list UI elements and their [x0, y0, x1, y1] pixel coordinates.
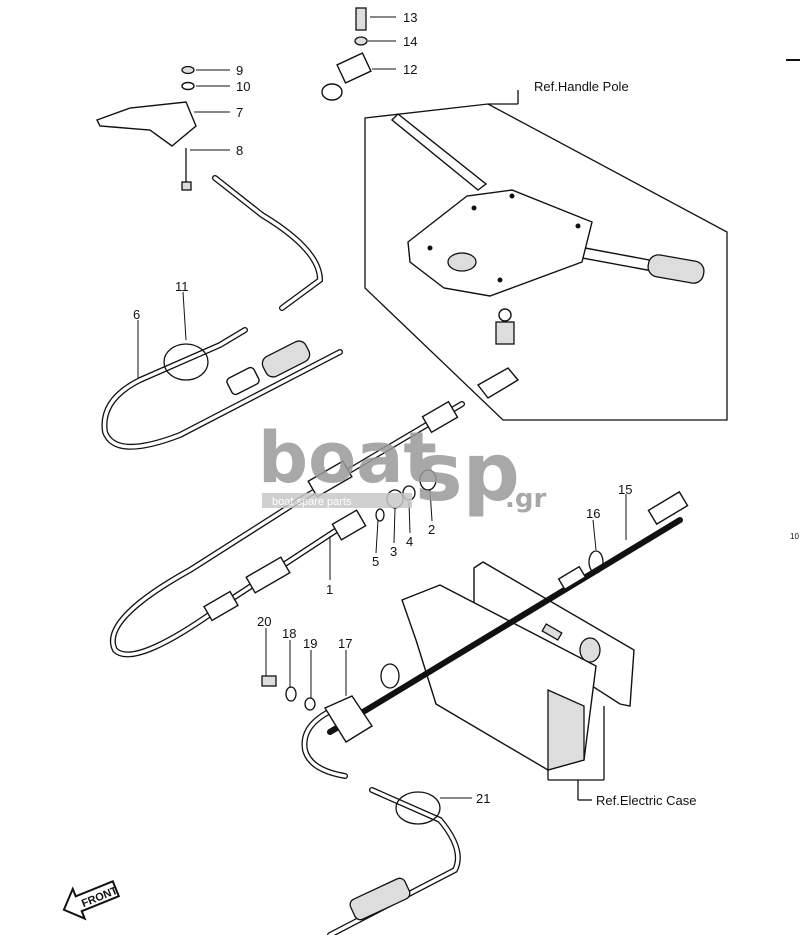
cable-sleeve-1 [307, 460, 353, 498]
watermark: boat sp .gr boat spare parts [258, 417, 546, 519]
watermark-logo-left: boat [258, 417, 437, 499]
part-7-bracket [96, 101, 197, 147]
callout-8: 8 [236, 143, 243, 158]
watermark-tagline-bar [262, 493, 412, 508]
edge-text: 10 [790, 532, 799, 541]
ref-handle-pole: Ref.Handle Pole [534, 79, 629, 94]
callout-10: 10 [236, 79, 250, 94]
handle-pole-group [364, 90, 728, 421]
part-5-ring [375, 508, 385, 522]
watermark-logo-right: sp [415, 426, 520, 519]
callout-11: 11 [175, 279, 189, 294]
top-parts-group [96, 7, 372, 191]
electric-case-group [327, 490, 689, 801]
ref-electric-case: Ref.Electric Case [596, 793, 696, 808]
main-cable-group [109, 400, 465, 658]
callout-14: 14 [403, 34, 417, 49]
part-15-end [647, 490, 689, 526]
part-13-screw [355, 7, 367, 31]
fitting-body [495, 321, 515, 345]
callout-17: 17 [338, 636, 352, 651]
part-21-clip [395, 791, 441, 825]
callout-2: 2 [428, 522, 435, 537]
watermark-tagline: boat spare parts [272, 496, 352, 508]
callout-20: 20 [257, 614, 271, 629]
part-20-bolt [261, 675, 277, 687]
part-18-washer [285, 686, 297, 702]
part-2-ring [419, 469, 437, 491]
fitting-ring [498, 308, 512, 322]
cable-boot-lower [349, 877, 411, 921]
part-9-nut [181, 65, 195, 75]
cable-nut-upper [226, 366, 260, 396]
callout-21: 21 [476, 791, 490, 806]
callout-6: 6 [133, 307, 140, 322]
part-19-washer [304, 697, 316, 711]
callout-13: 13 [403, 10, 417, 25]
part-16-ring [588, 550, 604, 574]
lower-cable-group [261, 675, 461, 935]
part-10-washer [181, 81, 195, 91]
part-8-pin [181, 181, 192, 191]
plate-hole [447, 252, 477, 272]
callout-7: 7 [236, 105, 243, 120]
cable-nut-1 [421, 400, 459, 434]
callout-4: 4 [406, 534, 413, 549]
callout-labels: 13 14 12 9 10 7 8 11 6 1 2 3 4 5 15 16 1… [133, 10, 632, 806]
cable-end-1 [203, 590, 239, 622]
front-arrow-shape [62, 880, 121, 921]
fitting-sleeve [476, 367, 520, 399]
callout-16: 16 [586, 506, 600, 521]
cable-sleeve-2 [245, 556, 291, 594]
callout-9: 9 [236, 63, 243, 78]
callout-3: 3 [390, 544, 397, 559]
handle-bar-upper [390, 113, 488, 191]
callout-1: 1 [326, 582, 333, 597]
cable-nut-2 [331, 509, 367, 541]
watermark-domain: .gr [505, 484, 546, 514]
callout-5: 5 [372, 554, 379, 569]
front-arrow: FRONT [62, 880, 121, 921]
upper-cable-group [101, 175, 343, 450]
part-12-clamp [336, 52, 372, 84]
callout-18: 18 [282, 626, 296, 641]
handle-grip [647, 254, 705, 284]
callout-19: 19 [303, 636, 317, 651]
part-17-clamp [323, 695, 373, 743]
part-14-nut [354, 36, 368, 46]
part-11-clip [163, 343, 209, 381]
leader-lines [137, 16, 627, 799]
cable-boot-upper [261, 340, 311, 378]
callout-15: 15 [618, 482, 632, 497]
callout-12: 12 [403, 62, 417, 77]
